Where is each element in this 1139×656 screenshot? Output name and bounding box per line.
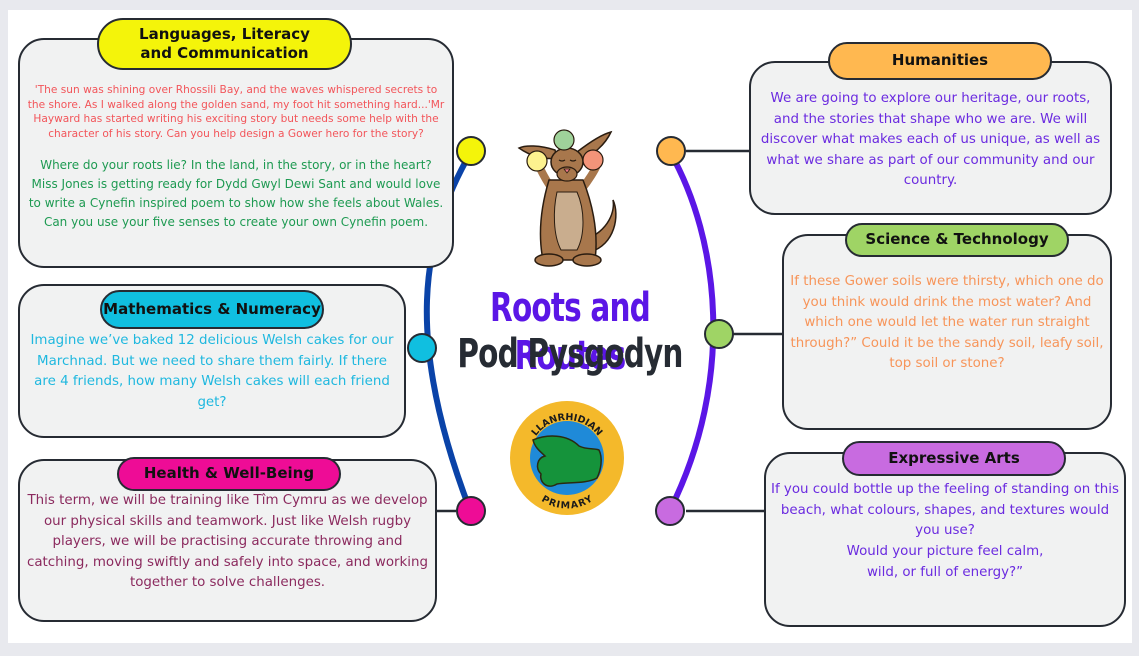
right-arc [667, 150, 717, 512]
arts-text-2: Would your picture feel calm, wild, or f… [846, 544, 1044, 580]
svg-text:PRIMARY: PRIMARY [540, 494, 595, 512]
node-humanities[interactable] [656, 136, 686, 166]
area-box-languages: 'The sun was shining over Rhossili Bay, … [18, 38, 454, 268]
area-box-humanities: We are going to explore our heritage, ou… [749, 61, 1112, 215]
node-science[interactable] [704, 319, 734, 349]
area-label-humanities[interactable]: Humanities [828, 42, 1052, 80]
humanities-text: We are going to explore our heritage, ou… [760, 91, 1101, 188]
area-box-arts: If you could bottle up the feeling of st… [764, 452, 1126, 627]
health-text: This term, we will be training like Tîm … [26, 493, 429, 590]
area-box-science: If these Gower soils were thirsty, which… [782, 234, 1112, 430]
languages-text-2: Where do your roots lie? In the land, in… [28, 158, 444, 229]
area-label-science[interactable]: Science & Technology [845, 223, 1069, 257]
logo-bottom-text: PRIMARY [540, 494, 595, 512]
maths-text: Imagine we’ve baked 12 delicious Welsh c… [30, 333, 394, 410]
node-maths[interactable] [407, 333, 437, 363]
node-health[interactable] [456, 496, 486, 526]
school-logo-icon: LLANRHIDIAN PRIMARY [510, 401, 624, 515]
area-label-maths[interactable]: Mathematics & Numeracy [100, 290, 324, 329]
area-label-health[interactable]: Health & Well-Being [117, 457, 341, 491]
kangaroo-mascot-icon [517, 129, 617, 267]
page-title: Roots and Routes [490, 285, 651, 379]
area-label-languages[interactable]: Languages, Literacy and Communication [97, 18, 352, 70]
area-label-arts[interactable]: Expressive Arts [842, 441, 1066, 476]
languages-text-1: 'The sun was shining over Rhossili Bay, … [27, 84, 445, 140]
node-arts[interactable] [655, 496, 685, 526]
node-languages[interactable] [456, 136, 486, 166]
arts-text-1: If you could bottle up the feeling of st… [771, 482, 1119, 538]
science-text: If these Gower soils were thirsty, which… [790, 274, 1104, 371]
page-subtitle: Pod Pysgodyn [457, 331, 683, 377]
